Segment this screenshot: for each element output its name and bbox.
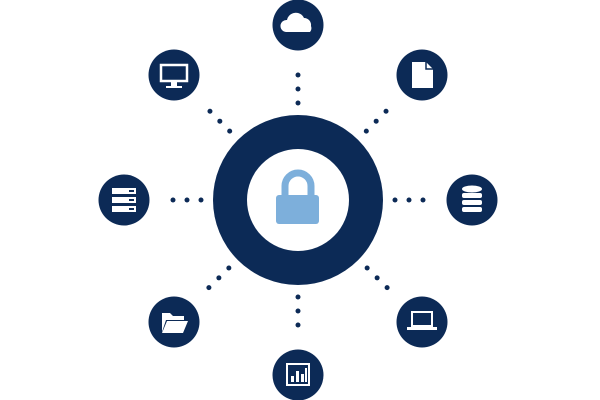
lock-icon — [276, 169, 319, 224]
node-folder — [148, 296, 200, 348]
node-document — [396, 49, 448, 101]
connector-dot — [198, 197, 204, 203]
connector-dot — [207, 108, 213, 114]
node-laptop — [396, 296, 448, 348]
connector-dot — [364, 265, 370, 271]
connector-dot — [374, 275, 380, 281]
connector-dot — [295, 100, 301, 106]
connector-dot — [295, 86, 301, 92]
node-database — [446, 174, 498, 226]
connector-dot — [406, 197, 412, 203]
connector-dot — [295, 294, 301, 300]
connector-dot — [170, 197, 176, 203]
cloud-icon — [280, 12, 312, 32]
connector-dot — [383, 108, 389, 114]
node-bar-chart — [272, 349, 324, 400]
connector-dot — [392, 197, 398, 203]
monitor-icon — [159, 63, 189, 88]
document-icon — [412, 62, 433, 88]
connector-dot — [295, 72, 301, 78]
connector-dot — [226, 265, 232, 271]
bar-chart-icon — [286, 363, 310, 386]
connector-dot — [384, 285, 390, 291]
connector-dot — [373, 118, 379, 124]
connector-dot — [184, 197, 190, 203]
node-cloud — [272, 0, 324, 51]
node-monitor — [148, 49, 200, 101]
connector-dot — [295, 308, 301, 314]
connector-dot — [217, 118, 223, 124]
connector-dot — [206, 285, 212, 291]
connector-dot — [295, 322, 301, 328]
central-lock-hub — [213, 115, 383, 285]
dotted-connectors — [170, 72, 426, 328]
database-icon — [462, 185, 482, 212]
connector-dot — [363, 128, 369, 134]
laptop-icon — [407, 311, 437, 330]
connector-dot — [216, 275, 222, 281]
connector-dot — [227, 128, 233, 134]
server-icon — [112, 188, 136, 212]
folder-icon — [162, 313, 188, 333]
node-server — [98, 174, 150, 226]
connector-dot — [420, 197, 426, 203]
